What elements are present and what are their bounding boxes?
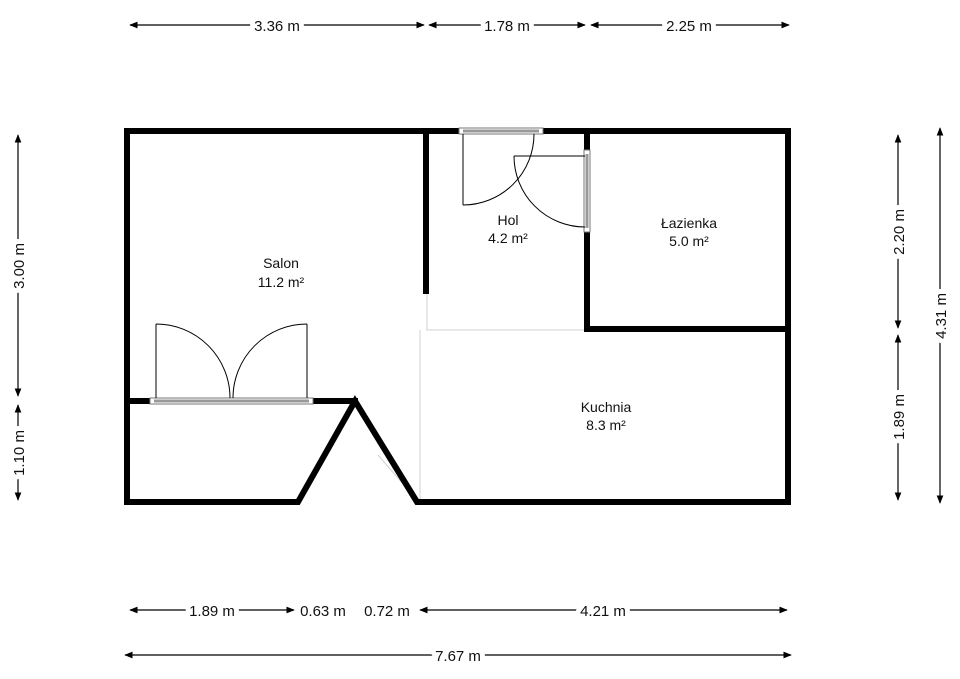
dimension-left: 3.00 m 1.10 m [6, 134, 33, 501]
dimension-label: 1.78 m [484, 18, 530, 35]
dimension-label: 7.67 m [435, 648, 481, 665]
dimension-label: 3.00 m [11, 243, 28, 289]
dimension-right: 2.20 m 1.89 m 4.31 m [886, 127, 955, 504]
balcony-door-frame [149, 397, 314, 405]
dimension-label: 1.89 m [189, 603, 235, 620]
dimension-label: 1.10 m [11, 430, 28, 476]
window-bathroom [583, 149, 591, 233]
dimension-label: 0.63 m [300, 603, 346, 620]
room-area: 11.2 m² [258, 274, 305, 290]
door-balcony-left [155, 323, 231, 399]
dimension-top: 3.36 m 1.78 m 2.25 m [129, 13, 790, 40]
door-balcony-right [232, 323, 308, 399]
light-boundaries [377, 291, 587, 501]
room-salon: Salon 11.2 m² [258, 255, 305, 290]
room-lazienka: Łazienka 5.0 m² [661, 215, 717, 249]
dimension-label: 4.31 m [933, 293, 950, 339]
room-name: Łazienka [661, 215, 717, 231]
walls [124, 128, 791, 505]
dimension-label: 3.36 m [254, 18, 300, 35]
dimension-bottom: 1.89 m 0.63 m 0.72 m 4.21 m 7.67 m [124, 598, 792, 670]
room-name: Hol [497, 212, 518, 228]
room-kuchnia: Kuchnia 8.3 m² [581, 399, 632, 433]
room-hol: Hol 4.2 m² [488, 212, 528, 246]
room-name: Salon [263, 255, 299, 271]
room-area: 8.3 m² [586, 417, 626, 433]
door-bathroom [513, 155, 586, 228]
dimension-label: 2.20 m [891, 209, 908, 255]
dimension-label: 0.72 m [364, 603, 410, 620]
dimension-label: 4.21 m [580, 603, 626, 620]
room-area: 4.2 m² [488, 230, 528, 246]
window-top [458, 127, 544, 135]
room-name: Kuchnia [581, 399, 632, 415]
dimension-label: 1.89 m [891, 394, 908, 440]
room-area: 5.0 m² [669, 233, 709, 249]
door-hol-entrance [462, 133, 535, 206]
dimension-label: 2.25 m [666, 18, 712, 35]
